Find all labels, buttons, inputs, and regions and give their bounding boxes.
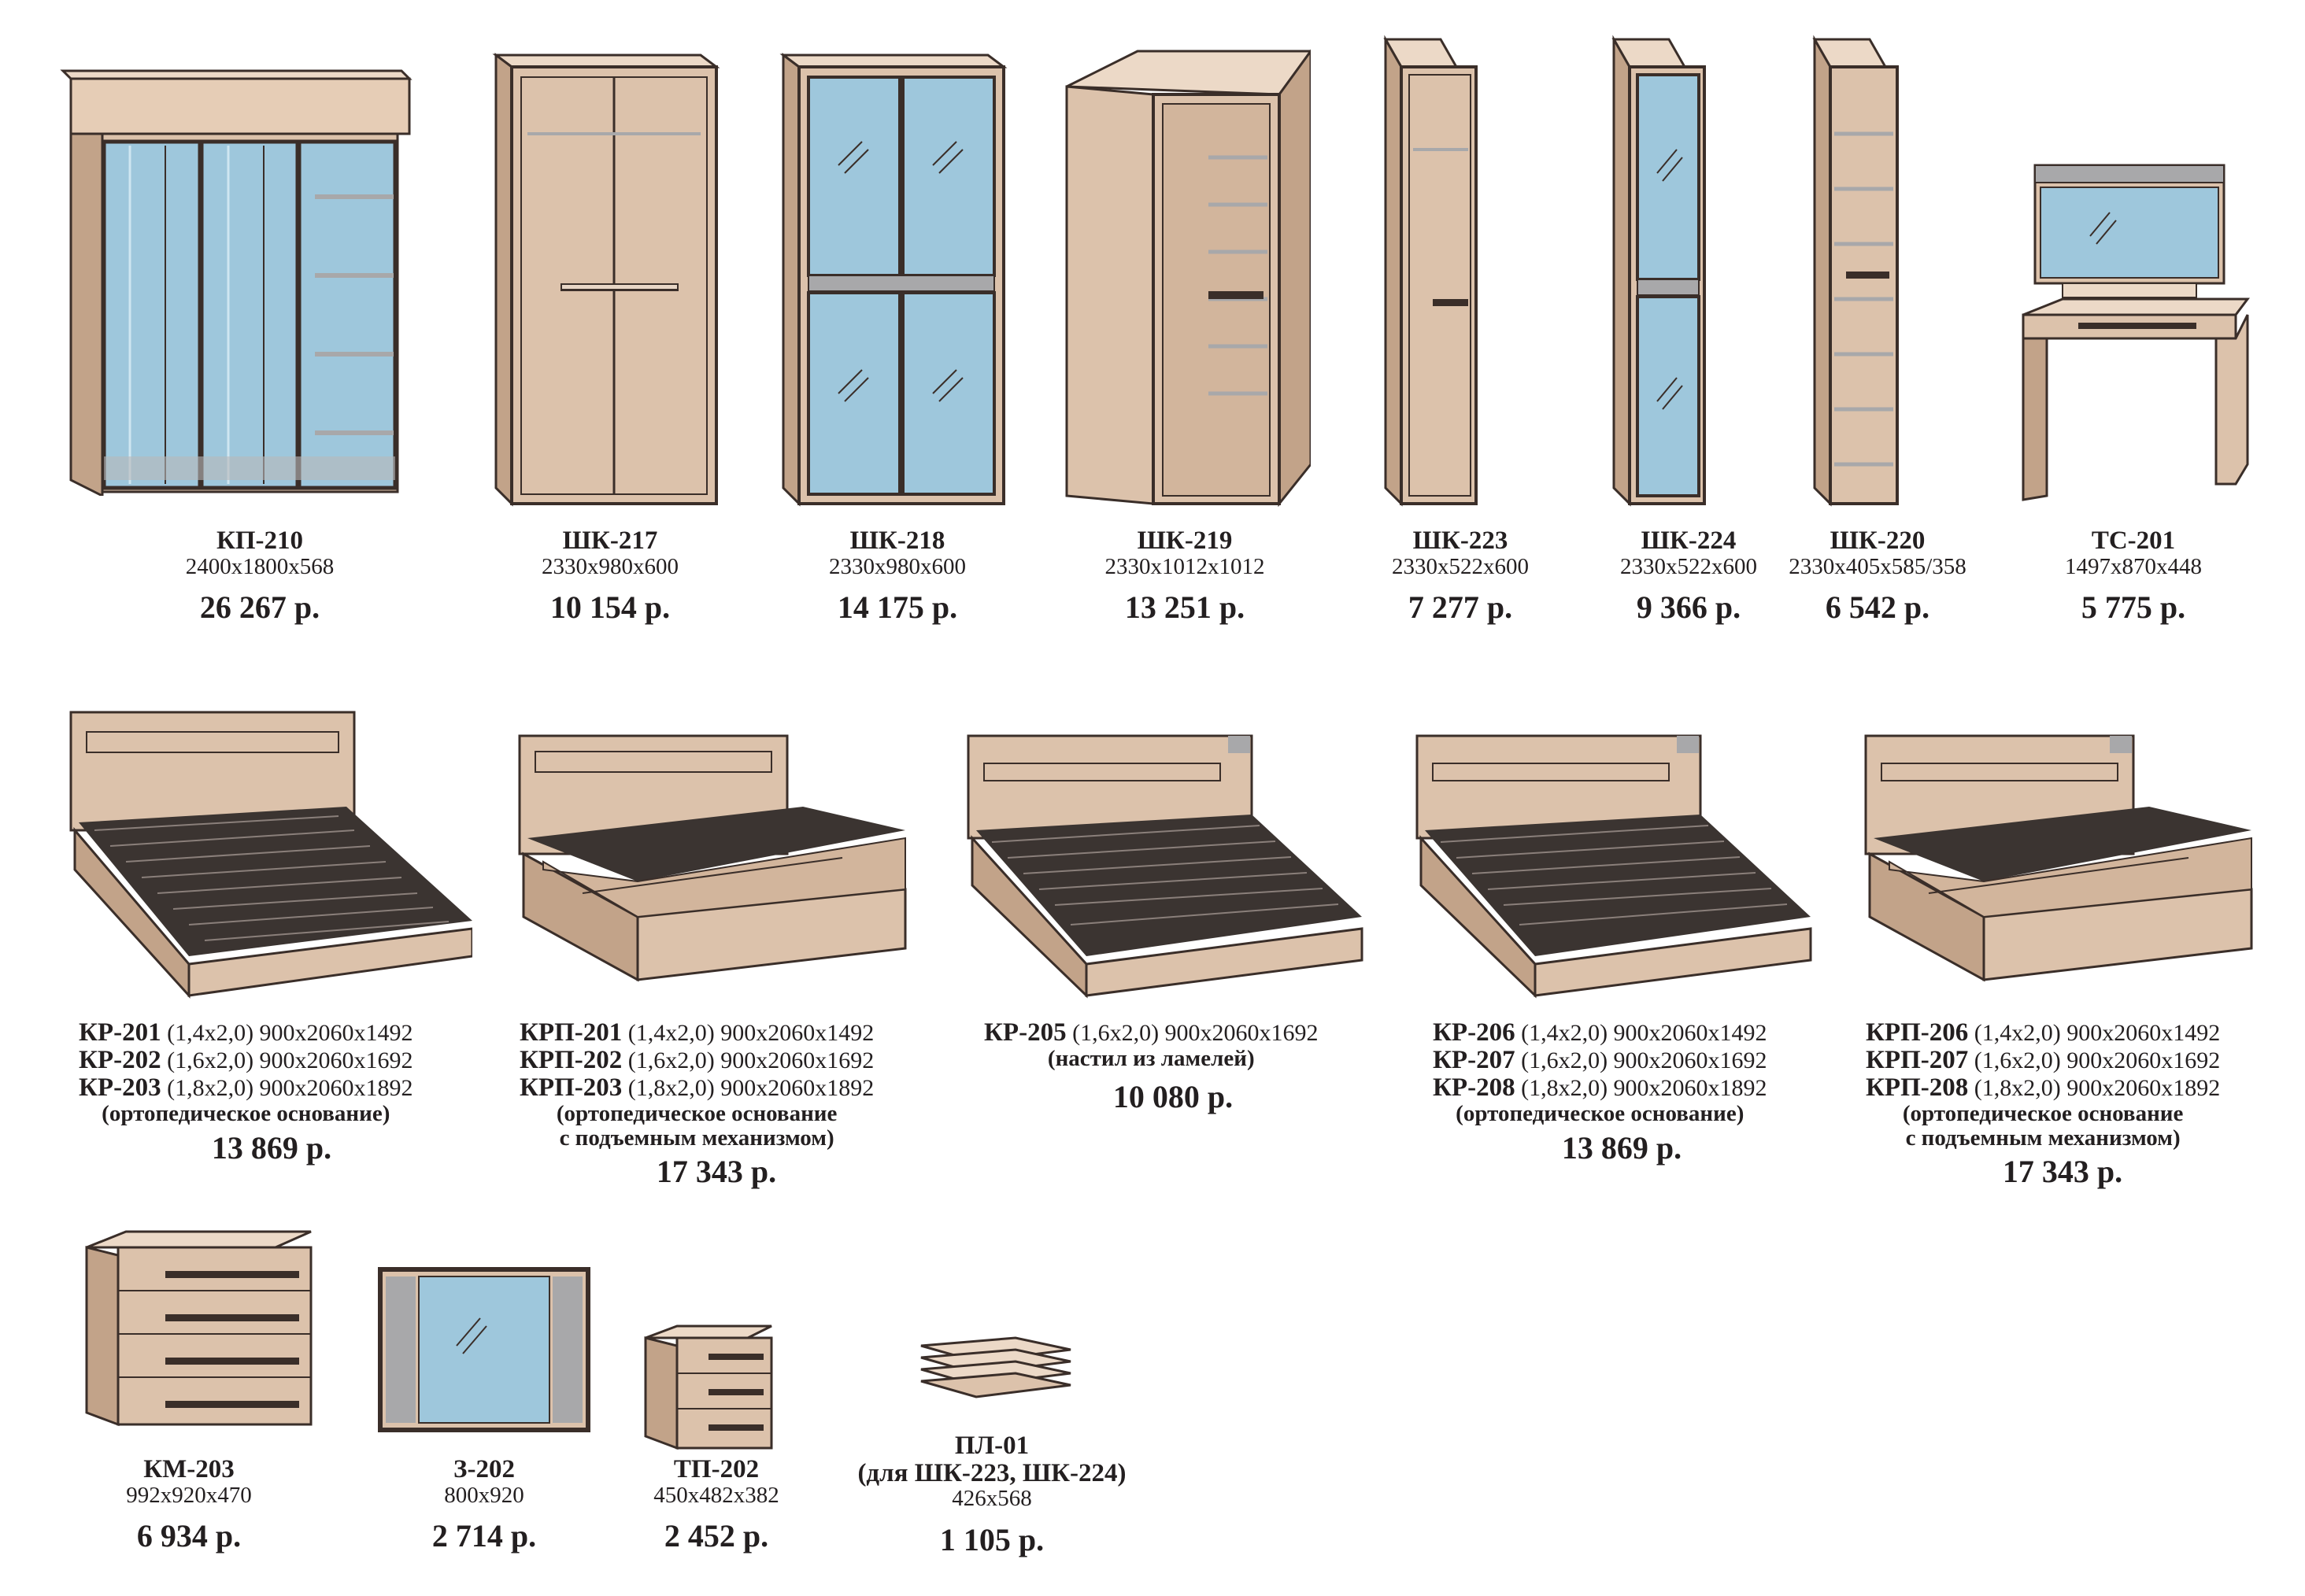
dressing-table-icon — [2022, 164, 2250, 501]
product-price: 6 934 р. — [136, 1518, 242, 1554]
product-note: (настил из ламелей) — [1047, 1045, 1255, 1071]
model-row: КР-205 (1,6х2,0) 900х2060х1692 — [984, 1018, 1319, 1047]
product-price: 17 343 р. — [2002, 1154, 2123, 1189]
product-price: 7 277 р. — [1408, 589, 1513, 626]
model-row: КРП-208 (1,8х2,0) 900х2060х1892 — [1866, 1073, 2221, 1102]
product-dimensions: 2330х522х600 — [1392, 553, 1529, 579]
product-krp-206-208[interactable]: КРП-206 (1,4х2,0) 900х2060х1492 КРП-207 … — [1858, 728, 2291, 1200]
product-price: 13 869 р. — [1561, 1130, 1682, 1166]
shelves-icon — [920, 1336, 1071, 1398]
product-shk-223[interactable]: ШК-223 2330х522х600 7 277 р. — [1366, 31, 1555, 637]
model-row: КР-203 (1,8х2,0) 900х2060х1892 — [79, 1073, 413, 1102]
product-code: КМ-203 — [143, 1455, 235, 1483]
model-row: КРП-201 (1,4х2,0) 900х2060х1492 — [520, 1018, 875, 1047]
model-row: КРП-207 (1,6х2,0) 900х2060х1692 — [1866, 1045, 2221, 1074]
product-shk-217[interactable]: ШК-217 2330х980х600 10 154 р. — [480, 47, 740, 637]
product-note: с подъемным механизмом) — [1905, 1125, 2181, 1151]
bed-lift-icon — [518, 734, 907, 982]
product-price: 17 343 р. — [656, 1154, 777, 1189]
model-row: КР-207 (1,6х2,0) 900х2060х1692 — [1433, 1045, 1767, 1074]
product-code: З-202 — [453, 1455, 515, 1483]
end-shelf-unit-icon — [1812, 35, 1899, 507]
product-price: 26 267 р. — [199, 589, 320, 626]
single-door-wardrobe-icon — [1383, 35, 1478, 507]
product-dimensions: 992х920х470 — [126, 1482, 252, 1508]
bed-lift-icon — [1864, 734, 2253, 982]
product-price: 10 080 р. — [1112, 1079, 1234, 1114]
product-code: ТС-201 — [2091, 526, 2176, 555]
product-note: (ортопедическое основание — [1902, 1100, 2184, 1126]
product-dimensions: 1497х870х448 — [2065, 553, 2202, 579]
product-shk-224[interactable]: ШК-224 2330х522х600 9 366 р. — [1594, 31, 1783, 637]
model-row: КР-202 (1,6х2,0) 900х2060х1692 — [79, 1045, 413, 1074]
model-row: КРП-206 (1,4х2,0) 900х2060х1492 — [1866, 1018, 2221, 1047]
product-code: ШК-218 — [849, 526, 945, 555]
product-price: 5 775 р. — [2081, 589, 2186, 626]
product-price: 2 714 р. — [431, 1518, 537, 1554]
product-code: КП-210 — [216, 526, 304, 555]
product-dimensions: 2330х1012х1012 — [1104, 553, 1265, 579]
nightstand-icon — [644, 1324, 773, 1450]
product-dimensions: 800х920 — [444, 1482, 524, 1508]
product-code: ТП-202 — [673, 1455, 760, 1483]
product-dimensions: 2330х522х600 — [1620, 553, 1757, 579]
product-price: 13 869 р. — [211, 1130, 332, 1166]
product-dimensions: 2400х1800х568 — [185, 553, 335, 579]
product-dimensions: 2330х405х585/358 — [1789, 553, 1966, 579]
product-code: ШК-217 — [562, 526, 658, 555]
product-tp-202[interactable]: ТП-202 450х482х382 2 452 р. — [630, 1322, 819, 1574]
model-row: КРП-203 (1,8х2,0) 900х2060х1892 — [520, 1073, 875, 1102]
product-code: ШК-224 — [1641, 526, 1737, 555]
glass-single-wardrobe-icon — [1611, 35, 1706, 507]
product-kr-201-203[interactable]: КР-201 (1,4х2,0) 900х2060х1492 КР-202 (1… — [63, 704, 472, 1177]
model-row: КР-206 (1,4х2,0) 900х2060х1492 — [1433, 1018, 1767, 1047]
bed-slats-icon — [967, 734, 1363, 999]
product-pl-01[interactable]: ПЛ-01 (для ШК-223, ШК-224) 426х568 1 105… — [834, 1330, 1149, 1574]
product-note: (ортопедическое основание — [556, 1100, 838, 1126]
corner-wardrobe-icon — [1065, 49, 1311, 508]
product-price: 1 105 р. — [939, 1521, 1045, 1557]
product-code: ШК-223 — [1412, 526, 1508, 555]
product-shk-220[interactable]: ШК-220 2330х405х585/358 6 542 р. — [1783, 31, 1972, 637]
product-dimensions: 450х482х382 — [653, 1482, 779, 1508]
product-ts-201[interactable]: ТС-201 1497х870х448 5 775 р. — [2015, 150, 2283, 637]
product-price: 10 154 р. — [549, 589, 671, 626]
product-krp-201-203[interactable]: КРП-201 (1,4х2,0) 900х2060х1492 КРП-202 … — [512, 728, 937, 1200]
model-row: КР-201 (1,4х2,0) 900х2060х1492 — [79, 1018, 413, 1047]
sliding-wardrobe-icon — [60, 69, 413, 496]
bed-slats-icon — [69, 711, 472, 999]
product-km-203[interactable]: КМ-203 992х920х470 6 934 р. — [71, 1228, 323, 1574]
product-kp-210[interactable]: КП-210 2400х1800х568 26 267 р. — [55, 55, 464, 637]
chest-of-drawers-icon — [85, 1230, 313, 1427]
product-shk-218[interactable]: ШК-218 2330х980х600 14 175 р. — [768, 47, 1027, 637]
product-code: ПЛ-01 — [954, 1432, 1030, 1460]
product-price: 9 366 р. — [1636, 589, 1741, 626]
product-price: 6 542 р. — [1825, 589, 1930, 626]
product-note: (для ШК-223, ШК-224) — [857, 1458, 1127, 1487]
product-code: ШК-219 — [1137, 526, 1233, 555]
product-note: (ортопедическое основание) — [1456, 1100, 1744, 1126]
product-z-202[interactable]: З-202 800х920 2 714 р. — [370, 1259, 606, 1574]
glass-wardrobe-icon — [779, 53, 1008, 507]
product-note: (ортопедическое основание) — [102, 1100, 390, 1126]
model-row: КР-208 (1,8х2,0) 900х2060х1892 — [1433, 1073, 1767, 1102]
product-code: ШК-220 — [1830, 526, 1926, 555]
product-kr-205[interactable]: КР-205 (1,6х2,0) 900х2060х1692 (настил и… — [960, 728, 1386, 1137]
two-door-wardrobe-icon — [492, 53, 720, 507]
product-price: 13 251 р. — [1124, 589, 1245, 626]
product-price: 2 452 р. — [664, 1518, 769, 1554]
product-dimensions: 426х568 — [952, 1486, 1032, 1512]
product-dimensions: 2330х980х600 — [542, 553, 679, 579]
product-dimensions: 2330х980х600 — [829, 553, 966, 579]
product-kr-206-208[interactable]: КР-206 (1,4х2,0) 900х2060х1492 КР-207 (1… — [1409, 728, 1834, 1177]
mirror-icon — [378, 1267, 590, 1432]
model-row: КРП-202 (1,6х2,0) 900х2060х1692 — [520, 1045, 875, 1074]
product-price: 14 175 р. — [837, 589, 958, 626]
product-shk-219[interactable]: ШК-219 2330х1012х1012 13 251 р. — [1059, 47, 1311, 637]
product-note: с подъемным механизмом) — [559, 1125, 834, 1151]
bed-slats-icon — [1415, 734, 1812, 999]
